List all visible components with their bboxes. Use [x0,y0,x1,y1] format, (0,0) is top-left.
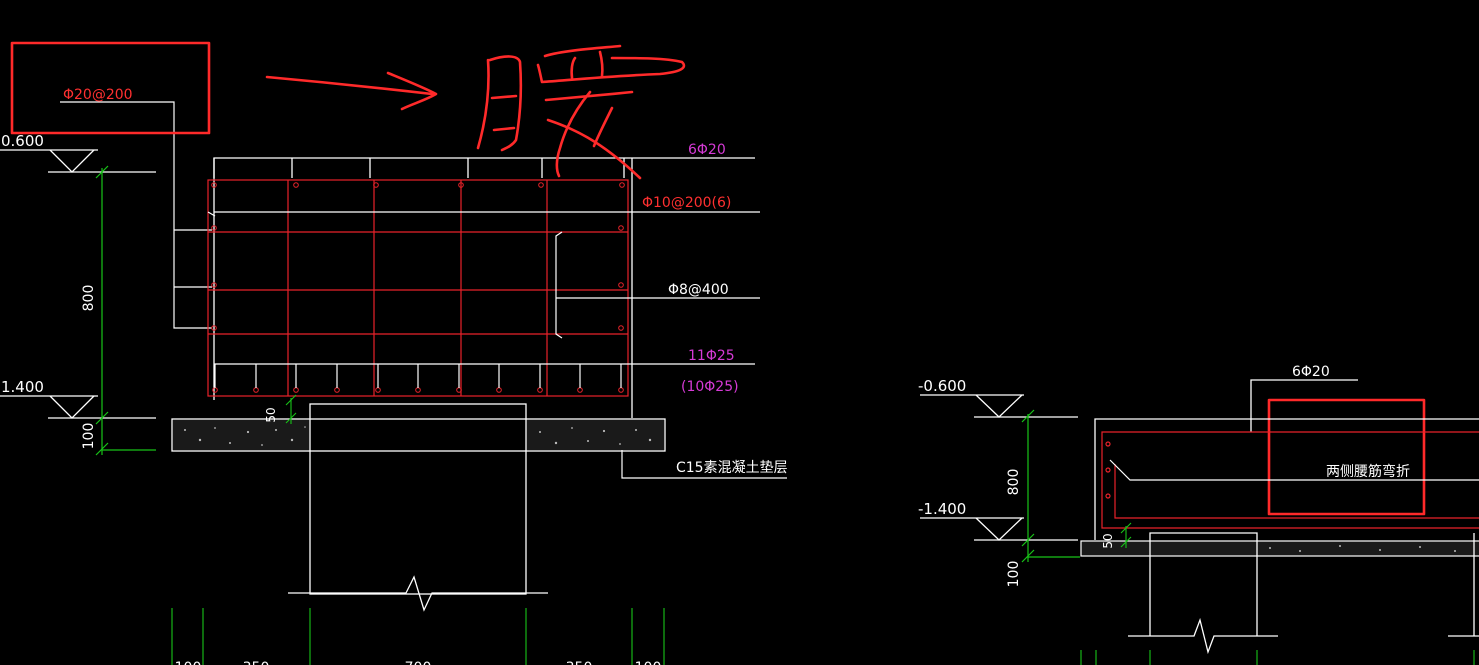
concrete-cushion [171,418,666,452]
left-beam-section: 0.600 1.400 800 100 Φ20@200 [0,87,788,665]
right-elevation-top-label: -0.600 [918,377,966,395]
side-rebar-label: Φ8@400 [668,282,729,298]
right-column-outline [1128,532,1479,655]
elevation-marker-bottom [0,395,156,419]
height-dimension [95,165,156,456]
cushion-dimension-label: 100 [81,423,97,450]
corner-rebar-label: Φ20@200 [63,87,133,103]
right-cushion [1080,540,1479,557]
elevation-bottom-label: 1.400 [1,378,44,396]
bottom-dim-1: 100 [175,660,202,665]
bottom-dim-2: 350 [243,660,270,665]
top-rebar-label: 6Φ20 [688,142,726,158]
right-elevation-bottom-label: -1.400 [918,500,966,518]
bottom-dim-3: 700 [405,660,432,665]
right-note-leader [1109,459,1479,481]
bottom-rebar-alt-label: (10Φ25) [681,379,739,395]
fifty-dimension [285,394,297,424]
stirrup-cage [207,179,629,397]
bottom-bar-ticks [214,363,755,388]
column-outline [288,403,548,612]
right-height-dimension [1021,409,1080,563]
highlight-box-left [10,41,211,135]
cushion-label: C15素混凝土垫层 [676,460,788,476]
right-beam-outline [1094,379,1479,540]
right-bottom-dimension [1080,650,1475,665]
rebar-dots [211,182,625,393]
bottom-dimension-chain [171,608,665,665]
red-markup [10,41,1426,516]
right-fifty-dimension [1120,522,1132,548]
side-bar-leader [60,101,212,329]
side-bar-bracket [555,231,760,339]
right-note-label: 两侧腰筋弯折 [1326,463,1410,480]
highlight-box-right [1267,398,1426,516]
right-top-rebar-label: 6Φ20 [1292,364,1330,380]
arrow-right-icon [265,71,438,111]
height-dimension-label: 800 [81,285,97,312]
right-fifty-label: 50 [1101,533,1115,548]
fifty-dimension-label: 50 [264,407,278,422]
bottom-dimension-labels: 100 350 700 350 100 [175,660,662,665]
bottom-dim-4: 350 [566,660,593,665]
bottom-rebar-label: 11Φ25 [688,348,735,364]
right-cushion-label: 100 [1006,561,1022,588]
handwritten-yao-mark [476,44,686,180]
beam-outline [213,157,755,418]
right-elevation-bottom [920,517,1078,541]
elevation-top-label: 0.600 [1,132,44,150]
stirrup-leader [207,211,760,217]
stirrup-label: Φ10@200(6) [642,195,731,211]
elevation-marker-top [0,149,156,173]
right-stirrup [1101,431,1479,529]
right-height-label: 800 [1006,469,1022,496]
right-beam-section: -0.600 -1.400 800 100 6Φ20 [918,364,1479,665]
bottom-dim-5: 100 [635,660,662,665]
right-elevation-top [920,394,1078,418]
cushion-leader [621,450,787,479]
